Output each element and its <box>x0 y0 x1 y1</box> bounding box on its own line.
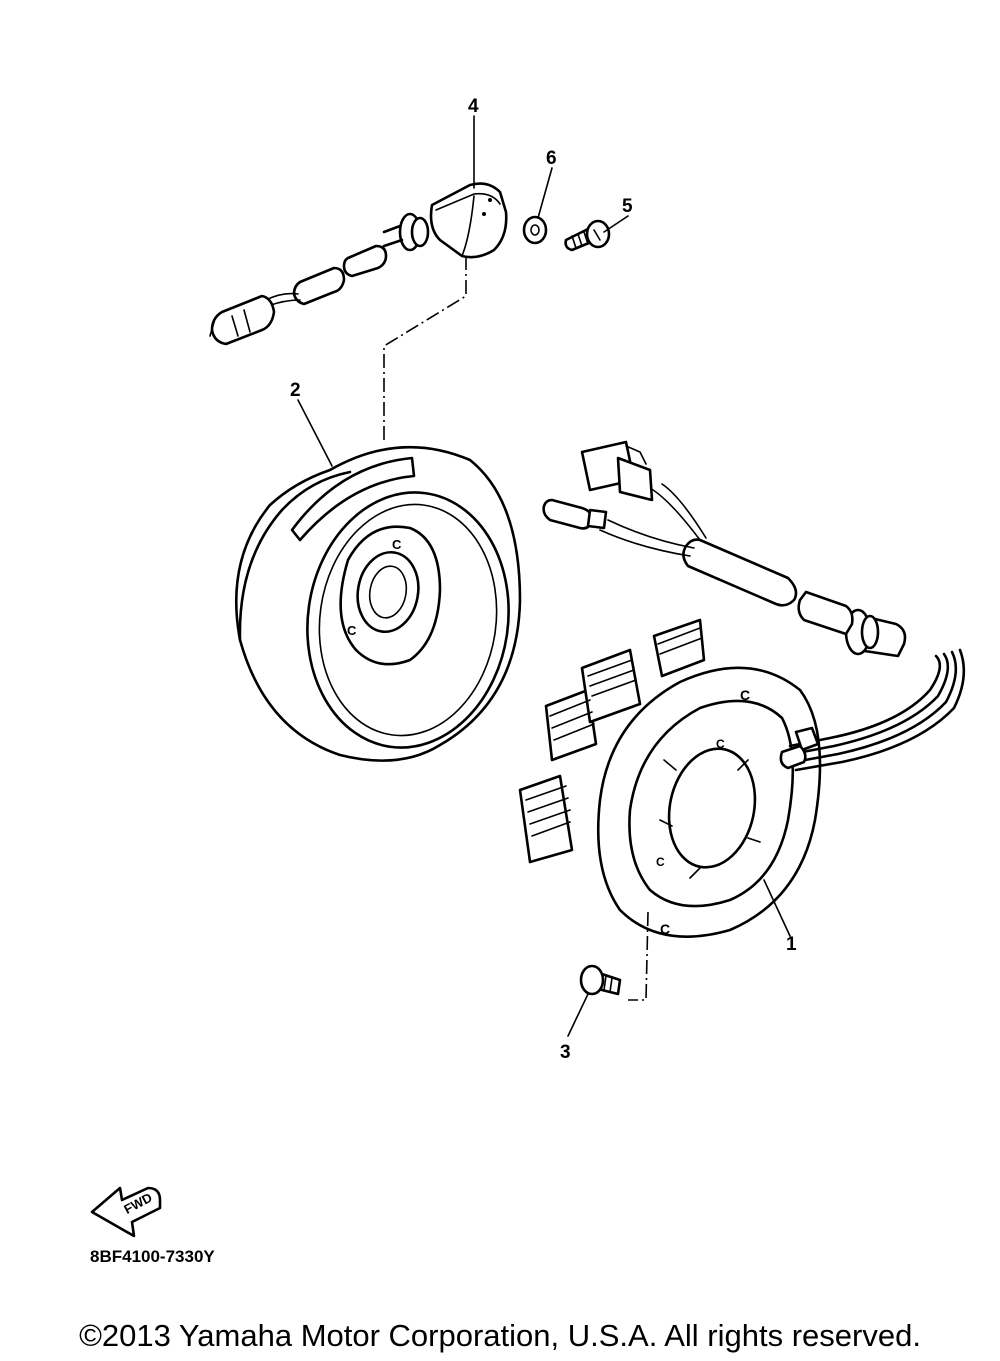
callout-3: 3 <box>560 1042 571 1063</box>
callout-5: 5 <box>622 196 633 217</box>
callout-labels: 1 2 3 4 5 6 <box>290 96 797 1063</box>
callout-4: 4 <box>468 96 479 117</box>
copyright-text: ©2013 Yamaha Motor Corporation, U.S.A. A… <box>79 1318 921 1353</box>
diagram-code: 8BF4100-7330Y <box>90 1247 215 1266</box>
fwd-arrow-icon: FWD <box>90 1186 162 1238</box>
svg-text:C: C <box>347 623 357 638</box>
part-2-flywheel-rotor[interactable]: C C <box>234 445 525 762</box>
svg-text:C: C <box>392 537 402 552</box>
svg-text:C: C <box>660 921 670 937</box>
callout-2: 2 <box>290 380 301 401</box>
part-3-screw[interactable] <box>579 964 622 996</box>
svg-text:C: C <box>740 687 750 703</box>
svg-text:C: C <box>656 855 665 869</box>
callout-1: 1 <box>786 934 797 955</box>
svg-text:C: C <box>716 737 725 751</box>
part-1-stator-assembly[interactable]: C C C C <box>518 440 966 938</box>
callout-6: 6 <box>546 148 557 169</box>
assembly-lines <box>383 256 649 1001</box>
part-6-washer[interactable] <box>522 215 548 245</box>
part-5-screw[interactable] <box>564 219 611 252</box>
part-4-pulser-coil[interactable] <box>209 182 508 346</box>
leader-lines <box>297 115 791 1037</box>
